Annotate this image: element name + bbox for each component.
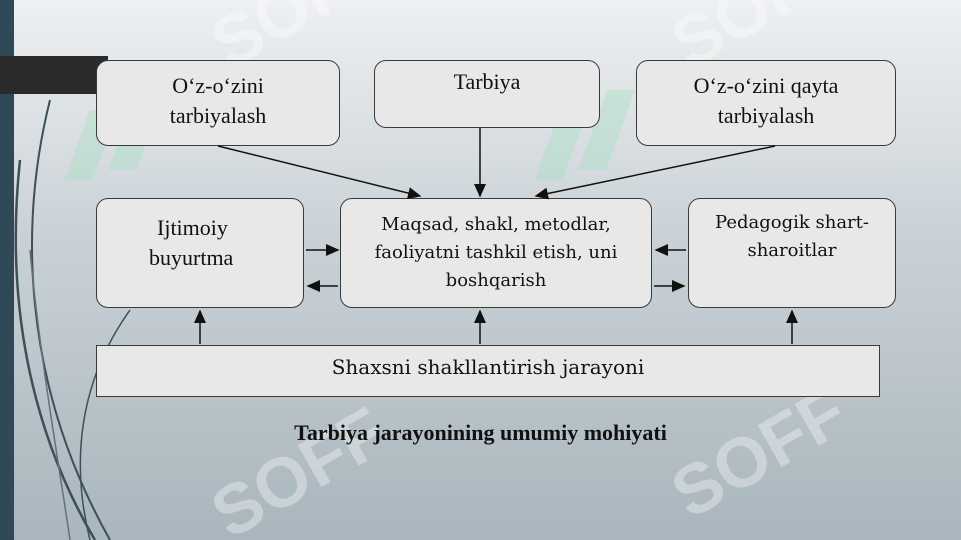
box-line: tarbiyalash xyxy=(169,103,267,128)
box-upbringing: Tarbiya xyxy=(374,60,600,128)
arrow-reeducation-to-center xyxy=(534,145,776,200)
box-line: Pedagogik shart- xyxy=(715,212,869,233)
box-goals-methods: Maqsad, shakl, metodlar, faoliyatni tash… xyxy=(340,198,652,308)
box-line: buyurtma xyxy=(149,245,234,270)
arrow-self-to-center xyxy=(217,145,422,199)
box-line: sharoitlar xyxy=(747,240,837,261)
box-line: Ijtimoiy xyxy=(157,215,228,240)
box-re-education: O‘z-o‘zini qayta tarbiyalash xyxy=(636,60,896,146)
box-line: faoliyatni tashkil etish, uni xyxy=(374,242,618,263)
base-process-bar: Shaxsni shakllantirish jarayoni xyxy=(96,345,880,397)
left-accent-bar xyxy=(0,0,14,540)
box-line: boshqarish xyxy=(445,270,547,291)
box-pedagogical-conditions: Pedagogik shart- sharoitlar xyxy=(688,198,896,308)
box-self-education: O‘z-o‘zini tarbiyalash xyxy=(96,60,340,146)
box-line: tarbiyalash xyxy=(717,103,815,128)
box-social-order: Ijtimoiy buyurtma xyxy=(96,198,304,308)
title-tab xyxy=(0,56,108,94)
box-line: O‘z-o‘zini xyxy=(172,73,264,98)
diagram-caption: Tarbiya jarayonining umumiy mohiyati xyxy=(294,420,667,445)
box-line: O‘z-o‘zini qayta xyxy=(693,73,839,98)
box-line: Tarbiya xyxy=(453,69,521,94)
box-line: Maqsad, shakl, metodlar, xyxy=(381,214,611,235)
